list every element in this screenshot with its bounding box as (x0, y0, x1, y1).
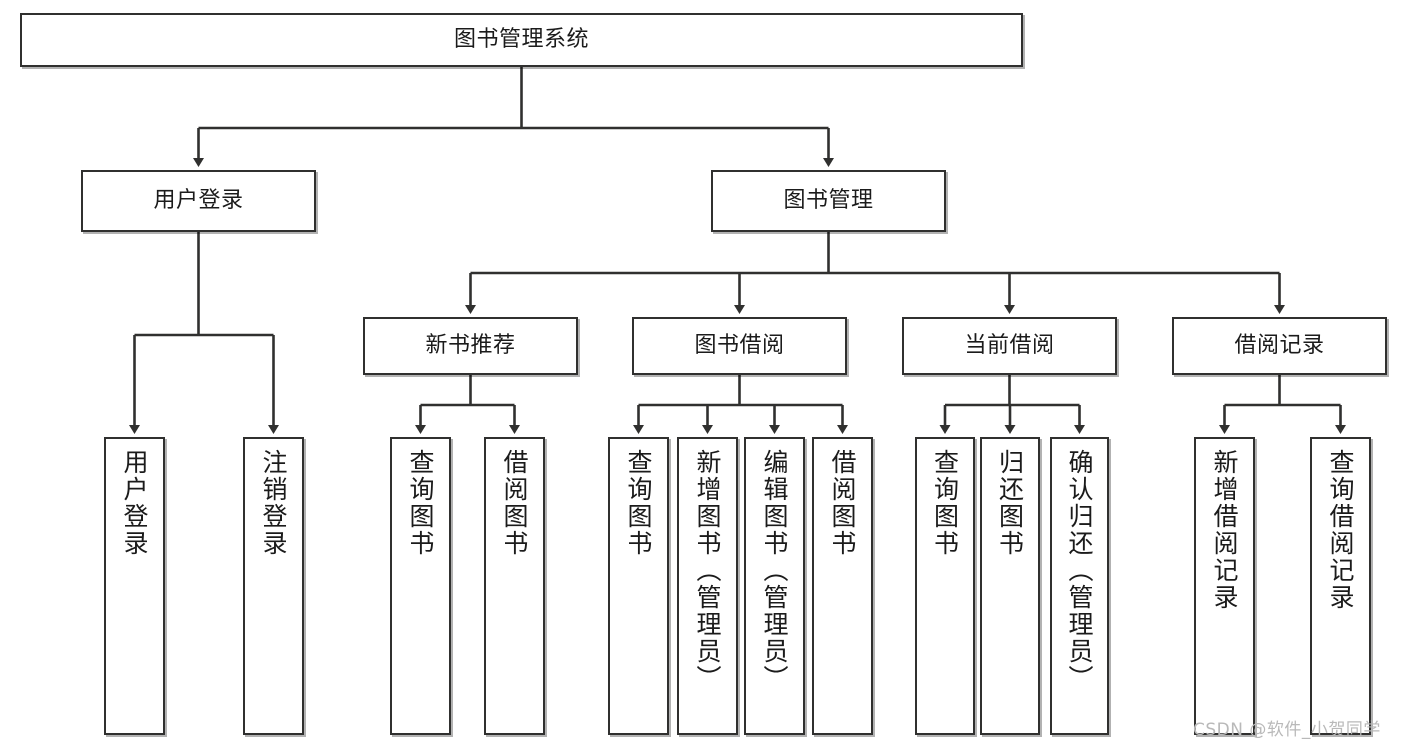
node-leaf-9-归还图书[interactable]: 归还图书 (980, 437, 1040, 735)
node-label: 借阅图书 (500, 449, 529, 557)
node-l2-图书管理[interactable]: 图书管理 (711, 170, 946, 232)
node-label: 新增借阅记录 (1210, 449, 1239, 611)
node-leaf-4-查询图书[interactable]: 查询图书 (608, 437, 669, 735)
node-l2-用户登录[interactable]: 用户登录 (81, 170, 316, 232)
node-leaf-6-编辑图书管理员[interactable]: 编辑图书（管理员） (744, 437, 805, 735)
node-leaf-5-新增图书管理员[interactable]: 新增图书（管理员） (677, 437, 738, 735)
node-leaf-0-用户登录[interactable]: 用户登录 (104, 437, 165, 735)
node-label: 图书管理系统 (453, 27, 589, 53)
node-label: 当前借阅 (964, 333, 1055, 359)
node-label: 查询图书 (930, 449, 960, 557)
node-label: 图书借阅 (694, 333, 785, 359)
node-label: 用户登录 (153, 188, 244, 214)
node-leaf-2-查询图书[interactable]: 查询图书 (390, 437, 451, 735)
node-label: 图书管理 (783, 188, 874, 214)
node-label: 查询图书 (406, 449, 435, 557)
node-label: 借阅图书 (828, 449, 857, 557)
node-l3-当前借阅[interactable]: 当前借阅 (902, 317, 1117, 375)
node-label: 查询借阅记录 (1326, 449, 1355, 611)
node-l3-新书推荐[interactable]: 新书推荐 (363, 317, 578, 375)
node-leaf-11-新增借阅记录[interactable]: 新增借阅记录 (1194, 437, 1255, 735)
node-leaf-1-注销登录[interactable]: 注销登录 (243, 437, 304, 735)
node-label: 新书推荐 (425, 333, 516, 359)
node-label: 查询图书 (624, 449, 653, 557)
csdn-watermark: CSDN @软件_小贺同学 (1193, 720, 1381, 740)
node-l3-图书借阅[interactable]: 图书借阅 (632, 317, 847, 375)
node-label: 编辑图书（管理员） (760, 449, 789, 692)
node-leaf-7-借阅图书[interactable]: 借阅图书 (812, 437, 873, 735)
node-leaf-8-查询图书[interactable]: 查询图书 (915, 437, 975, 735)
node-leaf-12-查询借阅记录[interactable]: 查询借阅记录 (1310, 437, 1371, 735)
node-l3-借阅记录[interactable]: 借阅记录 (1172, 317, 1387, 375)
node-label: 归还图书 (995, 449, 1025, 557)
node-label: 新增图书（管理员） (693, 449, 722, 692)
node-label: 注销登录 (259, 449, 288, 557)
node-label: 确认归还（管理员） (1065, 449, 1094, 692)
node-label: 用户登录 (120, 449, 149, 557)
node-label: 借阅记录 (1234, 333, 1325, 359)
node-root-图书管理系统[interactable]: 图书管理系统 (20, 13, 1023, 67)
node-leaf-3-借阅图书[interactable]: 借阅图书 (484, 437, 545, 735)
node-leaf-10-确认归还管理员[interactable]: 确认归还（管理员） (1050, 437, 1109, 735)
